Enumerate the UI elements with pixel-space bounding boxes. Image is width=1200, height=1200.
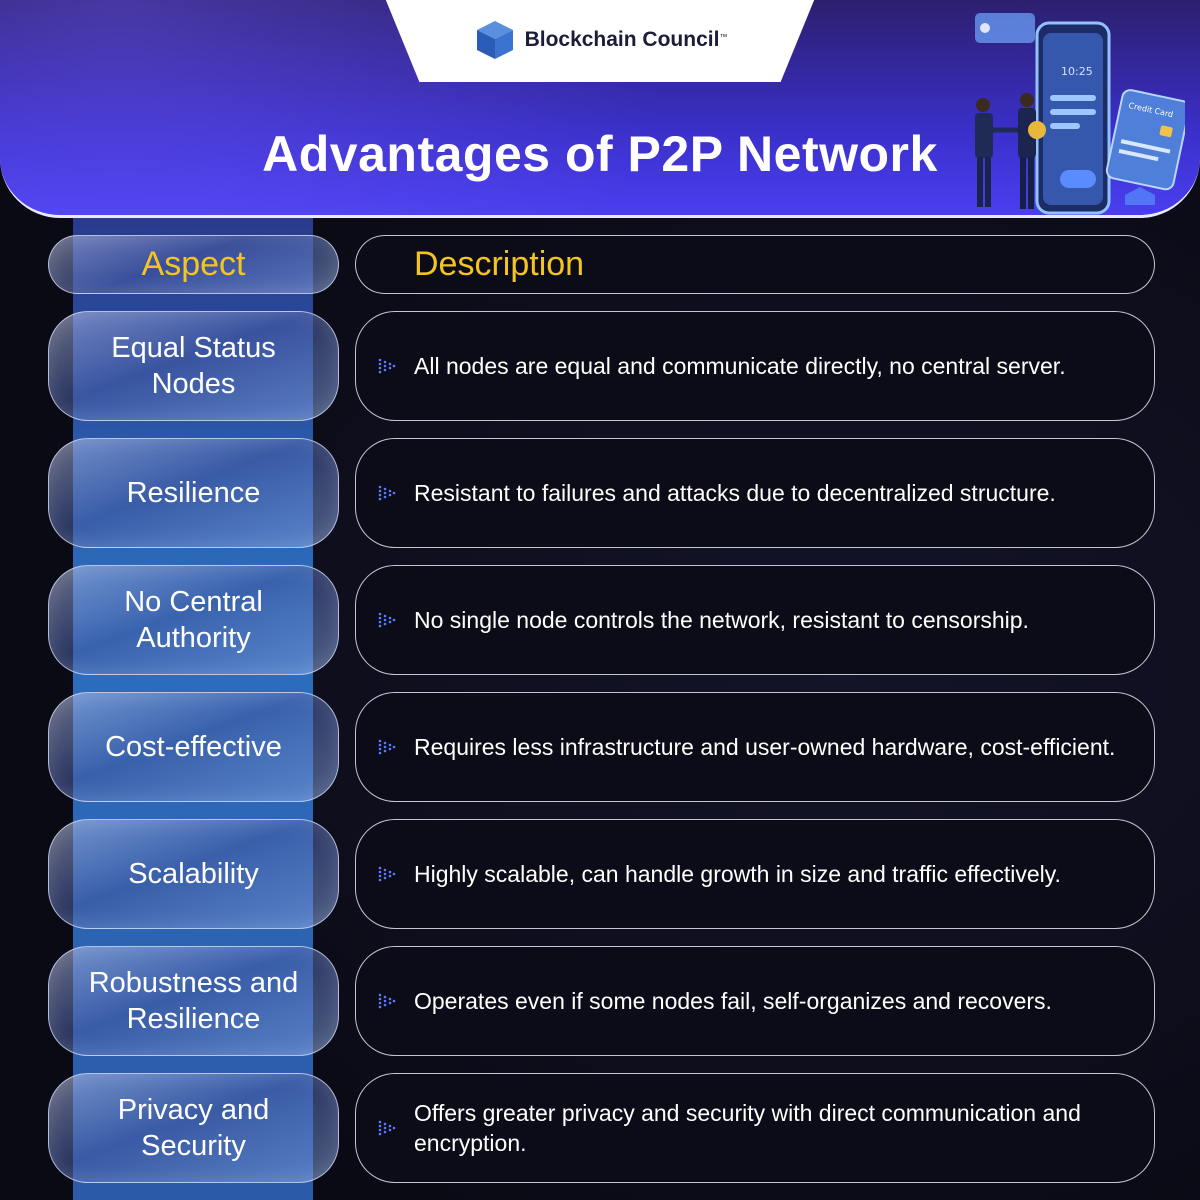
description-text: Requires less infrastructure and user-ow…: [414, 734, 1116, 760]
aspect-label-line: Nodes: [151, 368, 236, 400]
description-text: Highly scalable, can handle growth in si…: [414, 861, 1061, 887]
aspect-label-line: Cost-effective: [105, 731, 282, 763]
description-text: Offers greater privacy and security with…: [414, 1100, 1081, 1156]
description-text: No single node controls the network, res…: [414, 607, 1029, 633]
brand-name: Blockchain Council™: [525, 28, 728, 52]
dotted-arrow-bullet-icon: [378, 993, 396, 1009]
aspect-label-line: Resilience: [126, 477, 261, 509]
description-cell: Operates even if some nodes fail, self-o…: [355, 946, 1155, 1056]
aspect-label: Cost-effective: [95, 729, 292, 765]
trademark-mark: ™: [719, 32, 728, 42]
dotted-arrow-bullet-icon: [378, 739, 396, 755]
aspect-label-line: No Central: [124, 586, 263, 618]
aspect-cell: No Central Authority: [48, 565, 339, 675]
dotted-arrow-bullet-icon: [378, 612, 396, 628]
aspect-label: No Central Authority: [114, 584, 273, 656]
aspect-cell: Scalability: [48, 819, 339, 929]
aspect-label: Equal Status Nodes: [101, 330, 285, 402]
description-text: Operates even if some nodes fail, self-o…: [414, 988, 1052, 1014]
aspect-label-line: Resilience: [126, 1003, 261, 1035]
description-cell: All nodes are equal and communicate dire…: [355, 311, 1155, 421]
description-cell: Resistant to failures and attacks due to…: [355, 438, 1155, 548]
description-header-label: Description: [414, 245, 585, 283]
description-cell: Requires less infrastructure and user-ow…: [355, 692, 1155, 802]
brand-name-text: Blockchain Council: [524, 28, 720, 51]
aspect-cell: Equal Status Nodes: [48, 311, 339, 421]
aspect-cell: Cost-effective: [48, 692, 339, 802]
aspect-label-line: Equal Status: [111, 332, 276, 364]
page-title: Advantages of P2P Network: [262, 126, 938, 182]
description-text: All nodes are equal and communicate dire…: [414, 353, 1066, 379]
description-cell: Highly scalable, can handle growth in si…: [355, 819, 1155, 929]
aspect-label: Robustness and Resilience: [79, 965, 309, 1037]
blue-cube-icon: [476, 21, 513, 59]
aspect-label-line: Robustness and: [88, 967, 299, 999]
aspect-header: Aspect: [48, 235, 339, 294]
aspect-label: Scalability: [118, 856, 269, 892]
aspect-cell: Resilience: [48, 438, 339, 548]
aspect-label-line: Privacy and: [117, 1094, 270, 1126]
dotted-arrow-bullet-icon: [378, 1120, 396, 1136]
businessmen-handshake-phone-illustration: 10:25 Credit Card: [975, 13, 1185, 215]
aspect-label: Resilience: [117, 475, 271, 511]
description-text: Resistant to failures and attacks due to…: [414, 480, 1056, 506]
description-cell: Offers greater privacy and security with…: [355, 1073, 1155, 1183]
aspect-label-line: Scalability: [128, 858, 259, 890]
aspect-cell: Privacy and Security: [48, 1073, 339, 1183]
aspect-label-line: Authority: [136, 622, 251, 654]
description-header: Description: [355, 235, 1155, 294]
aspect-label-line: Security: [141, 1130, 246, 1162]
description-cell: No single node controls the network, res…: [355, 565, 1155, 675]
aspect-label: Privacy and Security: [108, 1092, 280, 1164]
dotted-arrow-bullet-icon: [378, 485, 396, 501]
phone-time: 10:25: [1061, 65, 1093, 78]
aspect-header-label: Aspect: [141, 245, 246, 283]
dotted-arrow-bullet-icon: [378, 358, 396, 374]
logo-tab[interactable]: Blockchain Council™: [385, 0, 815, 82]
header-banner: Blockchain Council™ Advantages of P2P Ne…: [0, 0, 1200, 218]
dotted-arrow-bullet-icon: [378, 866, 396, 882]
aspect-cell: Robustness and Resilience: [48, 946, 339, 1056]
